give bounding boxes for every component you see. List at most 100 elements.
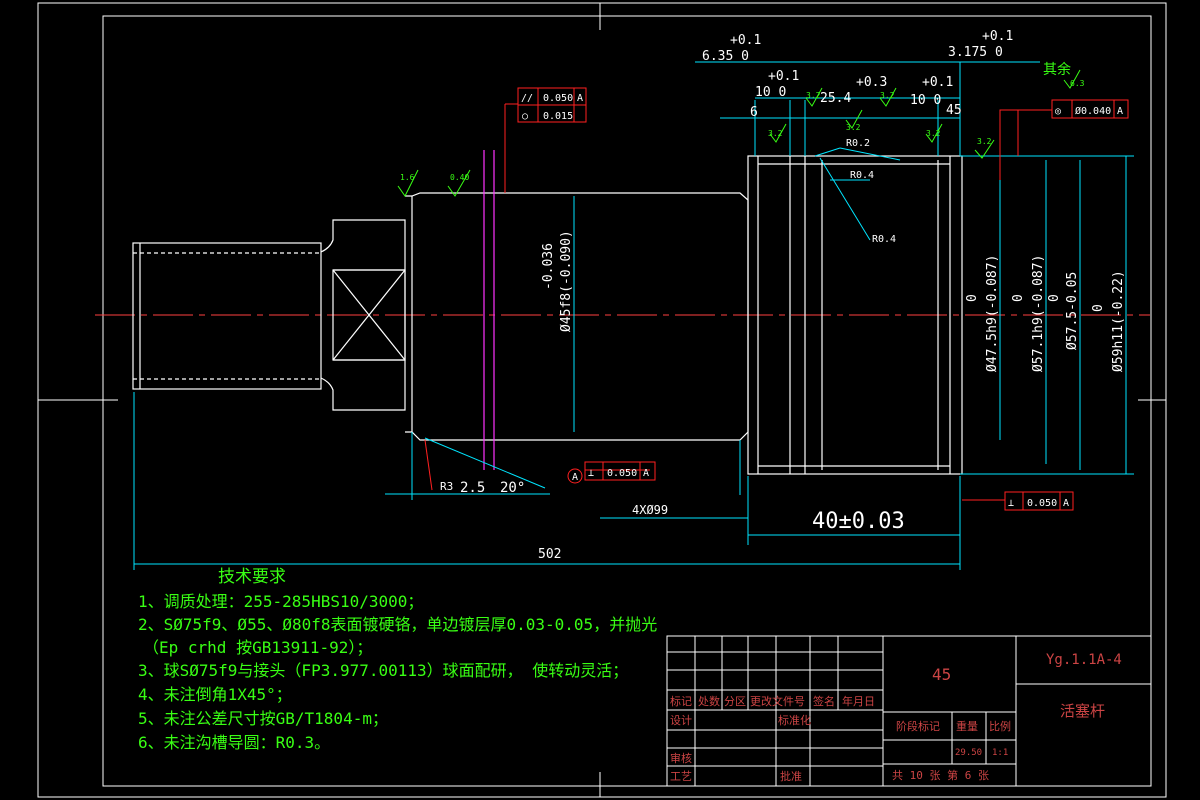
roughness-3-2a: 3.2 [768, 129, 783, 138]
roughness-marks [397, 69, 1081, 197]
tolerance-frames [517, 87, 1129, 511]
roughness-0-40: 0.40 [450, 173, 469, 182]
dim-val-a: 6.35 0 [702, 49, 749, 64]
dim-val-f: 45 [946, 103, 962, 118]
roughness-3-2c: 3.2 [846, 123, 861, 132]
dim-total: 502 [538, 547, 561, 562]
title-block-texts: 45 Yg.1.1A-4 活塞杆 标记 处数 分区 更改文件号 签名 年月日 设… [670, 652, 1122, 783]
dim-val-b: 3.175 0 [948, 45, 1003, 60]
rest-roughness-label: 其余 [1043, 61, 1071, 78]
technical-requirements: 技术要求 1、调质处理：255-285HBS10/3000； 2、SØ75f9、… [138, 567, 657, 752]
header-zone: 分区 [724, 695, 746, 708]
scale-value: 1:1 [992, 748, 1008, 758]
tech-req-line-1: 1、调质处理：255-285HBS10/3000； [138, 592, 423, 611]
design-label: 设计 [670, 714, 692, 727]
dim-val-e: 10 0 [910, 93, 941, 108]
standard-label: 标准化 [778, 713, 811, 727]
part-outline [132, 155, 963, 475]
approve-label: 批准 [780, 769, 802, 783]
process-label: 工艺 [670, 770, 692, 783]
dim-fit: 40±0.03 [812, 509, 905, 534]
title-block [666, 635, 1152, 787]
dim-2-5: 2.5 [460, 480, 485, 496]
roughness-1-6: 1.6 [400, 173, 415, 182]
sheet-info: 共 10 张 第 6 张 [892, 768, 989, 782]
dia-57-5-main: Ø57.5-0.05 [1065, 272, 1080, 350]
dim-tol-e: +0.1 [922, 75, 953, 90]
drawing-number: Yg.1.1A-4 [1046, 652, 1122, 668]
datum-label: A [572, 472, 578, 483]
dim-r3: R3 [440, 480, 453, 493]
tech-req-line-3: （Ep crhd 按GB13911-92）； [143, 638, 372, 657]
dim-tol-b: +0.1 [982, 29, 1013, 44]
dim-angle: 20° [500, 480, 525, 496]
dia-47-main: Ø47.5h9(-0.087) [985, 255, 1000, 372]
header-sign: 签名 [813, 694, 835, 708]
roughness-6-3: 6.3 [1070, 79, 1085, 88]
material: 45 [932, 665, 951, 684]
dim-4x99: 4XØ99 [632, 503, 668, 517]
coaxiality-value: Ø0.040 [1075, 105, 1111, 117]
dia-45-main: Ø45f8(-0.090) [559, 230, 574, 332]
circularity-value: 0.015 [543, 111, 573, 122]
parallel-symbol: // [521, 93, 533, 104]
drawing-frame [37, 2, 1167, 798]
roughness-3-2b: 3.2 [806, 91, 821, 100]
bottom-dimensions: R3 2.5 20° 4XØ99 40±0.03 502 [440, 480, 905, 562]
perp1-symbol: ⊥ [588, 468, 594, 479]
review-label: 审核 [670, 751, 692, 765]
perp2-symbol: ⊥ [1008, 498, 1014, 509]
dimension-lines [133, 61, 1134, 570]
part-name: 活塞杆 [1060, 702, 1105, 720]
dim-tol-c: +0.1 [768, 69, 799, 84]
perp2-ref: A [1063, 498, 1069, 509]
roughness-labels: 1.6 0.40 3.2 3.2 3.2 3.2 3.2 3.2 6.3 [400, 79, 1085, 182]
radius-labels: R0.2 R0.4 R0.4 [846, 138, 896, 245]
dim-val-h: 25.4 [820, 91, 851, 106]
dim-val-c: 10 0 [755, 85, 786, 100]
header-doc: 更改文件号 [750, 694, 805, 708]
tolerance-texts: // 0.050 A ○ 0.015 ◎ Ø0.040 A ⊥ 0.050 A … [521, 93, 1123, 509]
dia-47-zero: 0 [965, 294, 980, 302]
tech-req-line-5: 4、未注倒角1X45°； [138, 685, 292, 704]
dia-59-main: Ø59h11(-0.22) [1111, 270, 1126, 372]
dim-tol-a: +0.1 [730, 33, 761, 48]
tech-req-line-2: 2、SØ75f9、Ø55、Ø80f8表面镀硬铬，单边镀层厚0.03-0.05，并… [138, 615, 657, 634]
circularity-symbol: ○ [522, 111, 528, 122]
tech-req-line-7: 6、未注沟槽导圆：R0.3。 [138, 733, 330, 752]
weight-label: 重量 [956, 719, 978, 733]
radius-r3: R0.4 [872, 234, 896, 245]
top-dimensions: +0.1 6.35 0 +0.1 3.175 0 +0.1 10 0 +0.3 … [702, 29, 1013, 120]
tech-req-title: 技术要求 [218, 567, 286, 587]
tech-req-line-6: 5、未注公差尺寸按GB/T1804-m； [138, 709, 388, 728]
dia-45-tol: -0.036 [541, 243, 556, 290]
dia-57-5-zero: 0 [1047, 294, 1062, 302]
dia-57-1-zero: 0 [1011, 294, 1026, 302]
coaxiality-ref: A [1117, 106, 1123, 117]
radius-r2: R0.4 [850, 170, 874, 181]
roughness-3-2f: 3.2 [977, 137, 992, 146]
tech-req-line-4: 3、球SØ75f9与接头（FP3.977.00113）球面配研， 使转动灵活； [138, 661, 628, 680]
header-mark: 标记 [670, 694, 692, 708]
radius-r1: R0.2 [846, 138, 870, 149]
dia-59-zero: 0 [1091, 304, 1106, 312]
parallel-value: 0.050 [543, 93, 573, 104]
header-date: 年月日 [842, 694, 875, 708]
weight-value: 29.50 [955, 748, 982, 758]
dia-57-1-main: Ø57.1h9(-0.087) [1031, 255, 1046, 372]
section-lines [483, 150, 495, 470]
vertical-dimensions: -0.036 Ø45f8(-0.090) 0 Ø47.5h9(-0.087) 0… [541, 230, 1126, 372]
stage-label: 阶段标记 [896, 719, 940, 733]
dim-tol-d: +0.3 [856, 75, 887, 90]
roughness-3-2d: 3.2 [880, 91, 895, 100]
scale-label: 比例 [989, 719, 1011, 733]
leader-lines [424, 103, 1052, 501]
coaxiality-symbol: ◎ [1055, 106, 1061, 117]
perp1-value: 0.050 [607, 468, 637, 479]
dim-val-g: 6 [750, 105, 758, 120]
header-count: 处数 [698, 695, 720, 708]
perp1-ref: A [643, 468, 649, 479]
parallel-ref: A [577, 93, 583, 104]
roughness-3-2e: 3.2 [926, 129, 941, 138]
